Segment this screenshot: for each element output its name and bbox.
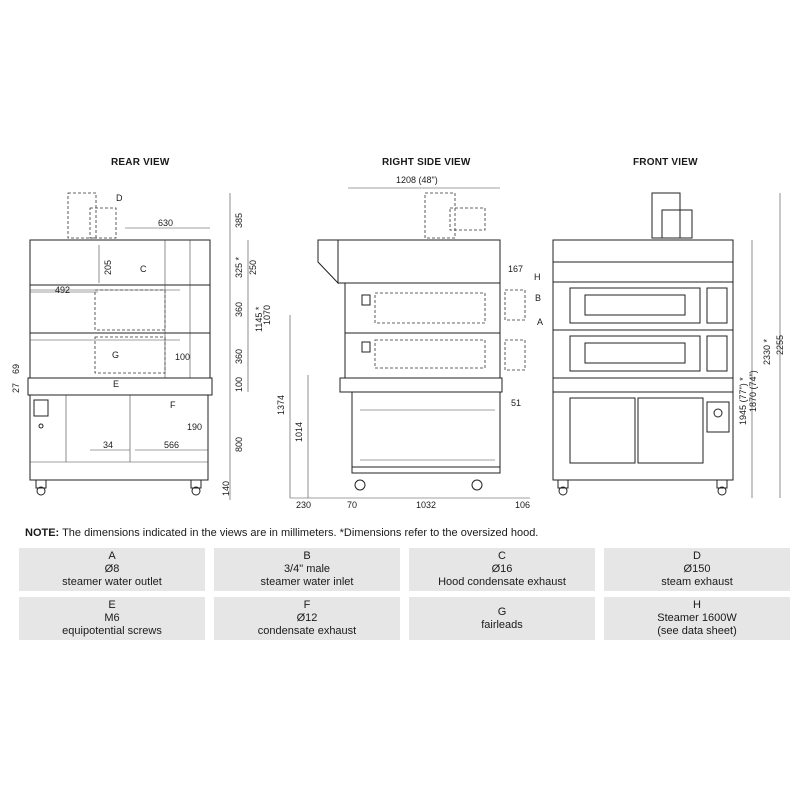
legend-description: equipotential screws bbox=[62, 625, 162, 637]
legend-letter: B bbox=[303, 550, 311, 562]
dim-1870: 1870 (74") bbox=[748, 370, 758, 412]
legend-letter: C bbox=[498, 550, 506, 562]
note: NOTE: The dimensions indicated in the vi… bbox=[25, 527, 538, 539]
dim-630: 630 bbox=[158, 218, 173, 228]
legend-description: steamer water outlet bbox=[62, 576, 162, 588]
dim-34: 34 bbox=[103, 440, 113, 450]
legend-letter: H bbox=[693, 599, 701, 611]
legend-letter: E bbox=[108, 599, 116, 611]
dim-167: 167 bbox=[508, 264, 523, 274]
dim-70: 70 bbox=[347, 500, 357, 510]
dim-1145: 1145 * bbox=[254, 306, 264, 332]
dim-1945: 1945 (77") * bbox=[738, 377, 748, 425]
callout-e: E bbox=[113, 379, 119, 389]
dim-250: 250 bbox=[248, 260, 258, 275]
legend-description: steamer water inlet bbox=[260, 576, 354, 588]
dim-1374: 1374 bbox=[276, 395, 286, 415]
technical-drawing: 630 492 205 100 190 34 566 27 69 385 325… bbox=[11, 175, 785, 510]
rear-view-title: REAR VIEW bbox=[111, 157, 170, 168]
legend-description: condensate exhaust bbox=[257, 625, 357, 637]
dim-1208: 1208 (48") bbox=[396, 175, 438, 185]
dim-205: 205 bbox=[103, 260, 113, 275]
legend-spec: Ø12 bbox=[296, 612, 318, 624]
front-view-title: FRONT VIEW bbox=[633, 157, 698, 168]
dim-106: 106 bbox=[515, 500, 530, 510]
legend-description: fairleads bbox=[481, 618, 523, 631]
dim-27: 27 bbox=[11, 383, 21, 393]
callout-a: A bbox=[537, 317, 543, 327]
legend-letter: G bbox=[497, 605, 507, 618]
side-view-drawing: 1208 (48") 167 51 1374 1014 230 70 1032 … bbox=[276, 175, 543, 510]
callout-h: H bbox=[534, 272, 541, 282]
dim-566: 566 bbox=[164, 440, 179, 450]
dim-51: 51 bbox=[511, 398, 521, 408]
note-label: NOTE: bbox=[25, 527, 60, 539]
legend-letter: D bbox=[693, 550, 701, 562]
legend-spec: M6 bbox=[104, 612, 120, 624]
dim-100-vert: 100 bbox=[234, 377, 244, 392]
legend-description: (see data sheet) bbox=[657, 625, 737, 637]
legend-spec: Ø8 bbox=[104, 563, 120, 575]
dim-325: 325 * bbox=[234, 256, 244, 278]
dim-1014: 1014 bbox=[294, 422, 304, 442]
legend-spec: Ø16 bbox=[491, 563, 513, 575]
dim-360b: 360 bbox=[234, 349, 244, 364]
dim-2330: 2330 * bbox=[762, 338, 772, 365]
dim-385: 385 bbox=[234, 213, 244, 228]
dim-800: 800 bbox=[234, 437, 244, 452]
dim-492: 492 bbox=[55, 285, 70, 295]
dim-360a: 360 bbox=[234, 302, 244, 317]
front-view-drawing: 1945 (77") * 1870 (74") 2330 * 2255 bbox=[552, 192, 785, 498]
dim-190: 190 bbox=[187, 422, 202, 432]
callout-b: B bbox=[535, 293, 541, 303]
legend-description: steam exhaust bbox=[661, 576, 733, 588]
dim-1070: 1070 bbox=[262, 305, 272, 325]
legend-spec: Ø150 bbox=[683, 563, 711, 575]
legend-spec: 3/4" male bbox=[283, 563, 331, 575]
rear-view-drawing: 630 492 205 100 190 34 566 27 69 385 325… bbox=[11, 192, 272, 500]
dim-69: 69 bbox=[11, 364, 21, 374]
callout-d: D bbox=[116, 193, 123, 203]
legend-letter: A bbox=[108, 550, 116, 562]
legend-description: Hood condensate exhaust bbox=[438, 576, 566, 588]
note-text: The dimensions indicated in the views ar… bbox=[59, 527, 539, 539]
callout-g: G bbox=[112, 350, 119, 360]
legend-letter: F bbox=[303, 599, 311, 611]
dim-100-rear: 100 bbox=[175, 352, 190, 362]
dim-1032: 1032 bbox=[416, 500, 436, 510]
callout-c: C bbox=[140, 264, 147, 274]
dim-2255: 2255 bbox=[775, 335, 785, 355]
legend-spec: Steamer 1600W bbox=[657, 612, 737, 624]
dim-140: 140 bbox=[221, 481, 231, 496]
dim-230: 230 bbox=[296, 500, 311, 510]
callout-f: F bbox=[170, 400, 176, 410]
side-view-title: RIGHT SIDE VIEW bbox=[382, 157, 471, 168]
